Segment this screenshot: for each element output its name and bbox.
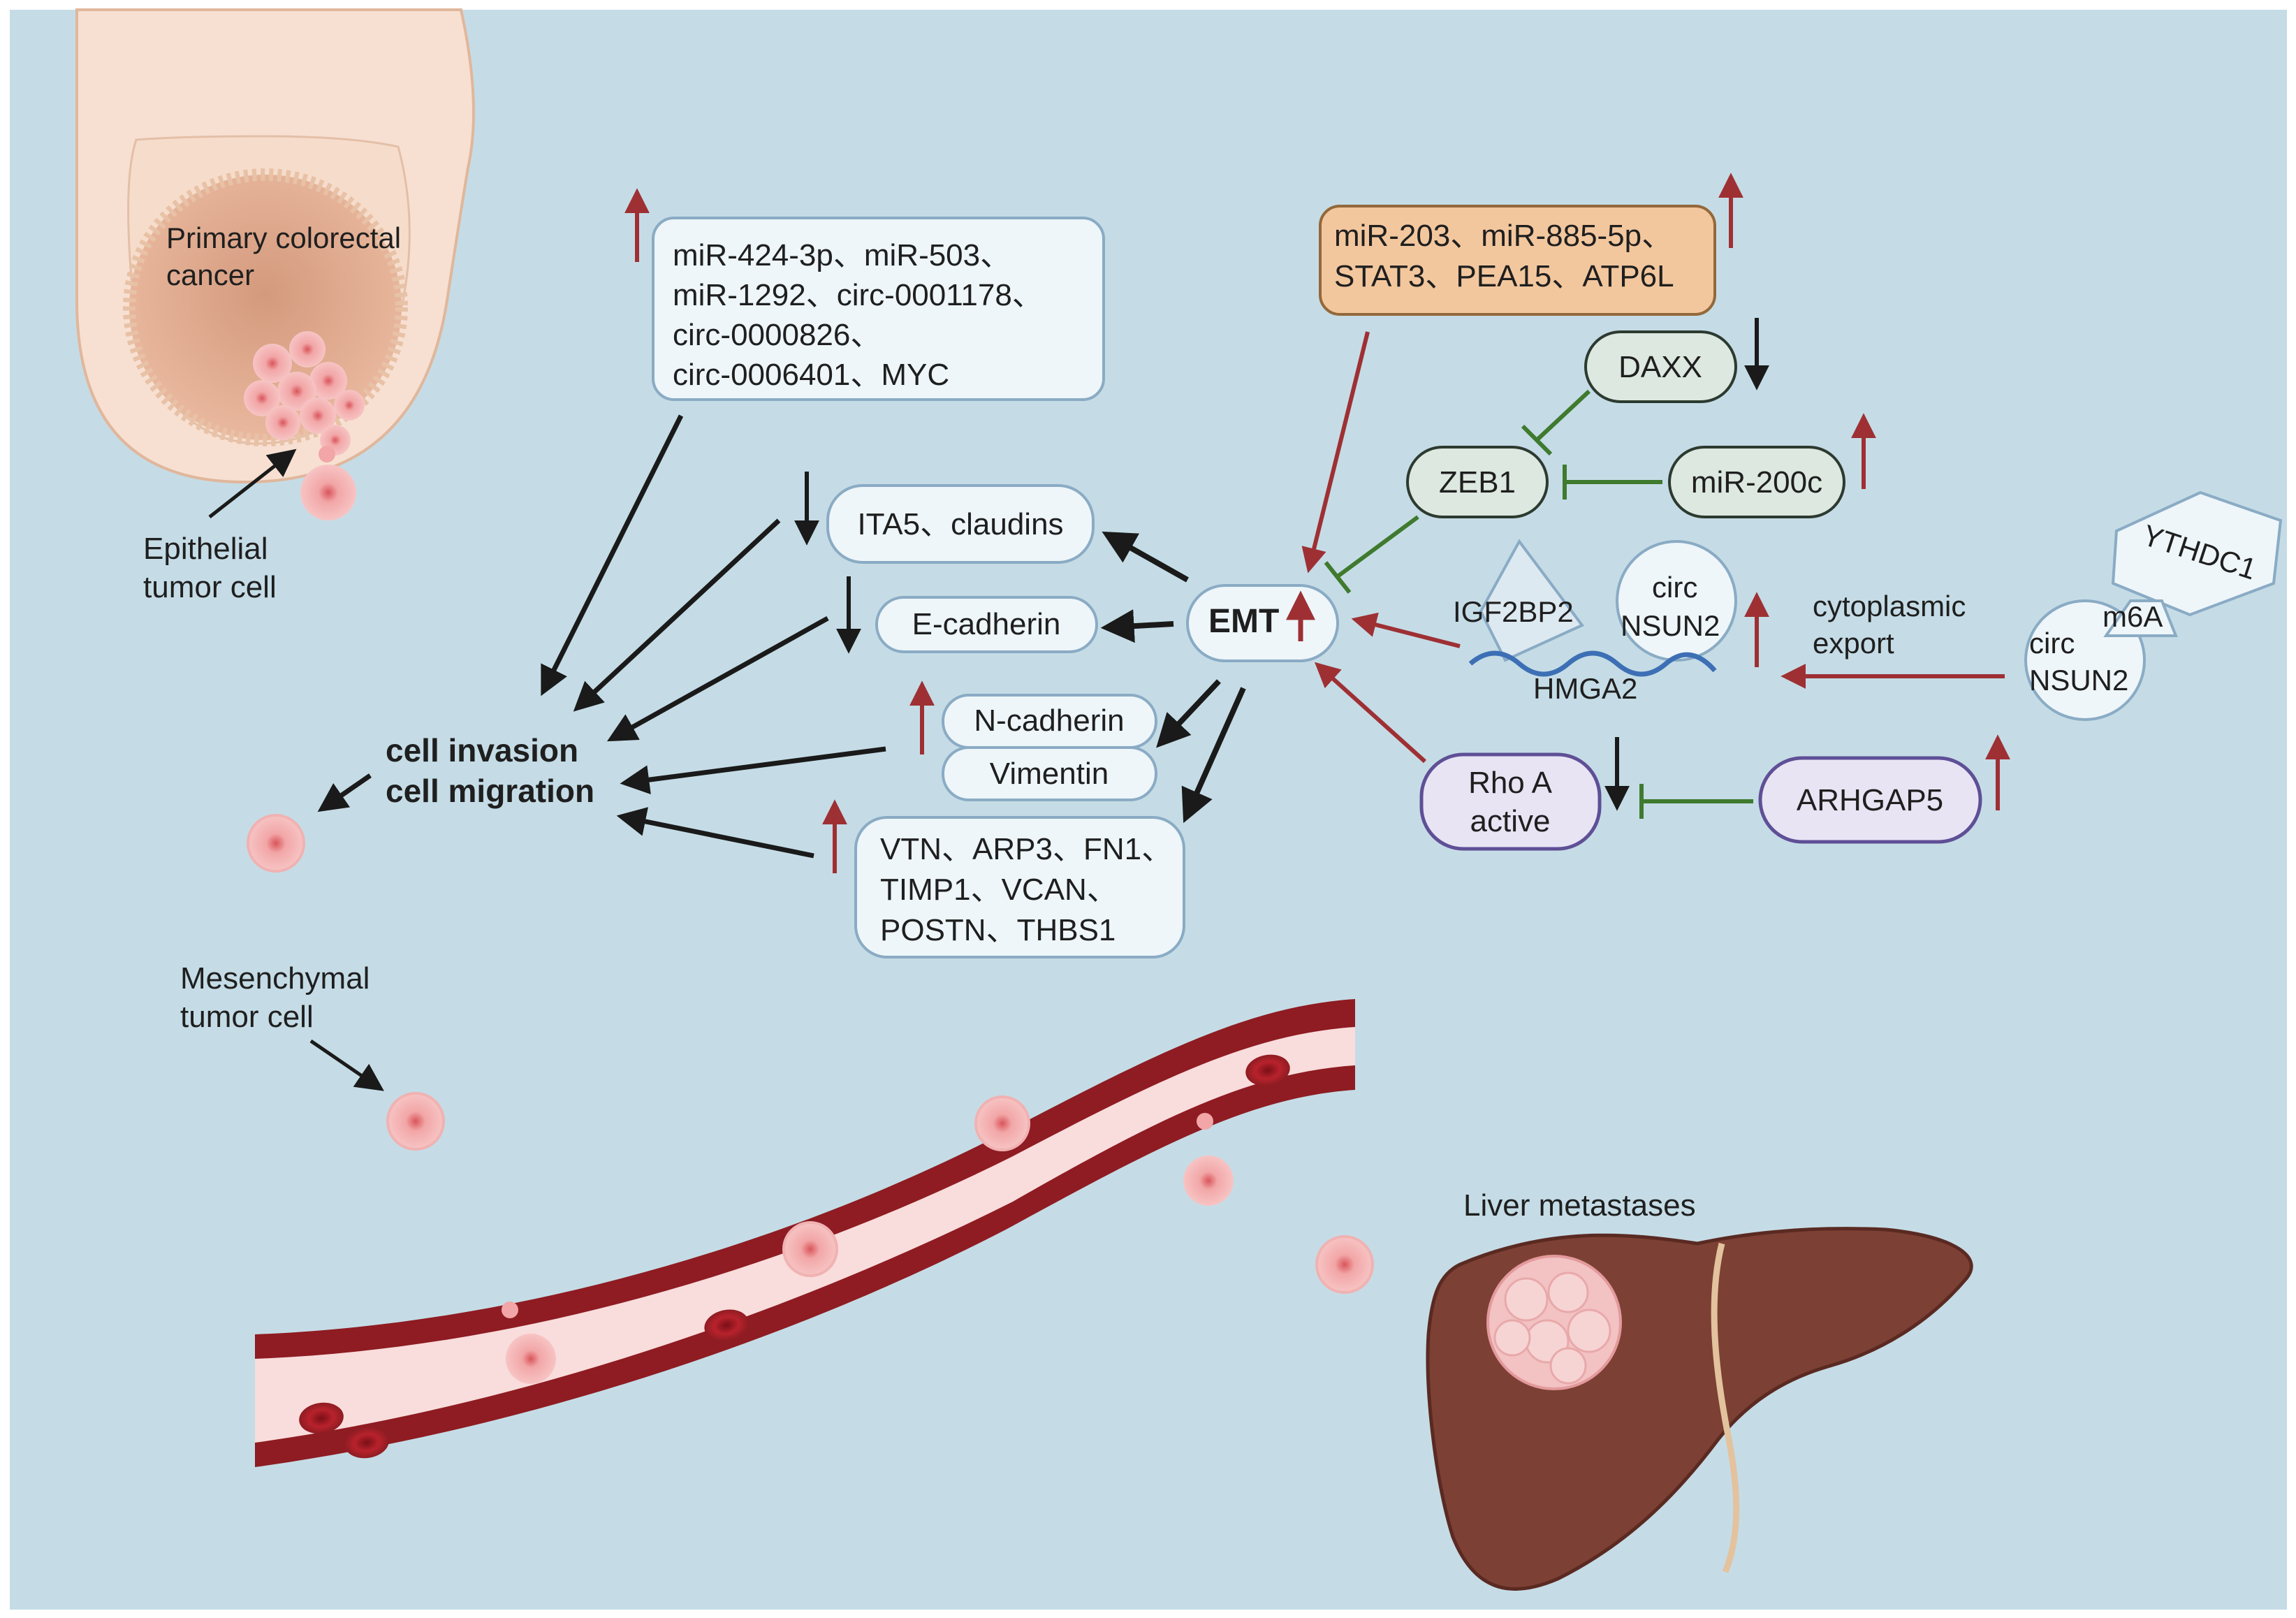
vtn-line-2: TIMP1、VCAN、 (880, 873, 1118, 907)
epithelial-label: Epithelial (143, 532, 268, 566)
vtn-group-box (854, 816, 1185, 959)
mir200c-box (1668, 446, 1845, 518)
hmga2-label: HMGA2 (1533, 672, 1637, 705)
mir203-group-box (1319, 205, 1716, 316)
vtn-line-3: POSTN、THBS1 (880, 913, 1116, 947)
tumor-cell-cluster (244, 331, 365, 520)
vimentin-box (942, 746, 1157, 801)
m6a-label: m6A (2103, 600, 2163, 633)
zeb1-label: ZEB1 (1439, 465, 1516, 500)
liver (1426, 1227, 1973, 1591)
migrating-cell (247, 814, 305, 873)
ncadherin-label: N-cadherin (974, 704, 1124, 738)
arrows-to-invasion (317, 414, 886, 859)
red-arrow-rhoa-to-emt (1314, 662, 1427, 764)
mesenchymal-label: Mesenchymal (180, 961, 370, 996)
mir203-line-1: miR-203、miR-885-5p、 (1334, 219, 1672, 253)
red-blood-cell (299, 1402, 344, 1434)
extravasating-cell (506, 1334, 556, 1384)
arhgap5-label: ARHGAP5 (1797, 783, 1943, 817)
cytoplasmic-label-2: export (1813, 627, 1894, 659)
rhoa-line-1: Rho A (1468, 766, 1553, 800)
circ-nsun2-ring (1616, 540, 1737, 662)
blood-vessel (255, 999, 1355, 1467)
ecadherin-label: E-cadherin (912, 607, 1061, 641)
mir-group-line-2: miR-1292、circ-0001178、 (673, 278, 1043, 312)
primary-colorectal-label: Primary colorectal (166, 221, 401, 254)
circulating-tumor-cell (974, 1095, 1030, 1151)
daxx-label: DAXX (1618, 350, 1702, 384)
rhoa-line-2: active (1470, 804, 1551, 838)
mir200c-label: miR-200c (1691, 465, 1822, 500)
zeb1-box (1406, 446, 1549, 518)
mir-group-line-4: circ-0006401、MYC (673, 358, 949, 392)
arhgap5-box (1758, 756, 1982, 844)
free-tumor-cell (1315, 1235, 1374, 1294)
mir203-line-2: STAT3、PEA15、ATP6L (1334, 259, 1674, 293)
daxx-box (1584, 330, 1737, 403)
epithelial-label-2: tumor cell (143, 570, 277, 604)
igf2bp2-label: IGF2BP2 (1453, 595, 1574, 628)
ita5-label: ITA5、claudins (857, 507, 1063, 541)
epithelial-arrow (208, 449, 297, 518)
mesenchymal-label-2: tumor cell (180, 1000, 314, 1034)
ythdc1-shape (2111, 490, 2283, 617)
cytoplasmic-label: cytoplasmic (1813, 590, 1966, 622)
red-blood-cell (704, 1309, 749, 1341)
igf2bp2-shape (1479, 539, 1585, 662)
hmga2-mrna (1468, 650, 1717, 677)
red-arrow-hmga2-to-emt (1351, 612, 1461, 648)
vimentin-label: Vimentin (990, 757, 1109, 791)
vtn-line-1: VTN、ARP3、FN1、 (880, 832, 1172, 866)
liver-tumor (1486, 1255, 1622, 1390)
liver-metastases-label: Liver metastases (1463, 1188, 1696, 1223)
circ-nsun2-b-line1: circ (2029, 627, 2075, 659)
primary-colorectal-label-2: cancer (166, 258, 254, 291)
circ-nsun2-a-line2: NSUN2 (1621, 609, 1720, 642)
red-blood-cell (1245, 1054, 1290, 1086)
mir-group-box (652, 217, 1105, 401)
mesenchymal-arrow (309, 1039, 384, 1091)
colon-crypt (75, 8, 475, 520)
cell-invasion-label: cell invasion (386, 732, 578, 768)
arrows-from-emt (1100, 531, 1246, 824)
ita5-box (826, 484, 1095, 564)
mir-group-line-3: circ-0000826、 (673, 318, 881, 352)
red-arrow-mir203-to-emt (1301, 331, 1370, 574)
m6a-tag (2103, 599, 2178, 637)
cell-migration-label: cell migration (386, 773, 594, 809)
mir-group-line-1: miR-424-3p、miR-503、 (673, 238, 1011, 272)
ecadherin-box (875, 596, 1098, 653)
circulating-tumor-cell (782, 1221, 838, 1277)
circ-nsun2-a-line1: circ (1652, 571, 1697, 604)
red-blood-cell (344, 1427, 389, 1459)
emt-label: EMT (1208, 603, 1279, 640)
inhibition-lines (1324, 389, 1753, 819)
rhoa-box (1419, 752, 1602, 851)
extravasating-cell (1183, 1156, 1234, 1206)
mesenchymal-cell (386, 1092, 445, 1151)
circ-nsun2-b-line2: NSUN2 (2029, 664, 2128, 697)
